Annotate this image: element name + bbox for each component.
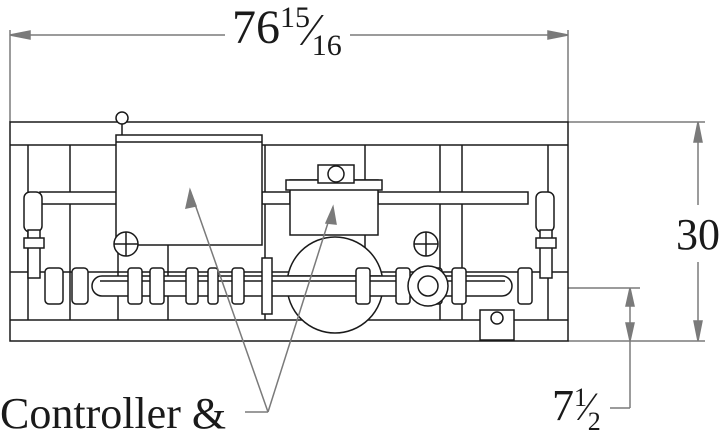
height-dimension-line: [568, 121, 705, 342]
callout-label: Controller &: [0, 389, 227, 438]
overall-height-dimension: 30: [676, 210, 720, 259]
width-dimension-line: [9, 30, 569, 122]
callout-leaders: [185, 187, 337, 413]
width-numerator: 15: [280, 1, 310, 34]
offset-whole: 7: [552, 381, 574, 430]
offset-dimension-line: [568, 287, 640, 409]
skid-frame: [9, 121, 569, 342]
width-denominator: 16: [311, 29, 342, 62]
fraction-slash: ⁄: [584, 384, 591, 429]
width-whole: 76: [232, 1, 280, 54]
upper-pipe: [23, 191, 557, 279]
controller-cabinet: [115, 111, 263, 246]
overall-width-dimension: 7615⁄16: [232, 1, 342, 61]
offset-numerator: 1: [574, 383, 587, 412]
valve-handwheels: [113, 231, 515, 341]
fraction-slash: ⁄: [308, 4, 316, 55]
control-box: [285, 164, 383, 236]
pipe-fittings: [44, 257, 533, 315]
offset-denominator: 2: [587, 407, 601, 436]
pipe-offset-dimension: 71⁄2: [552, 381, 601, 435]
